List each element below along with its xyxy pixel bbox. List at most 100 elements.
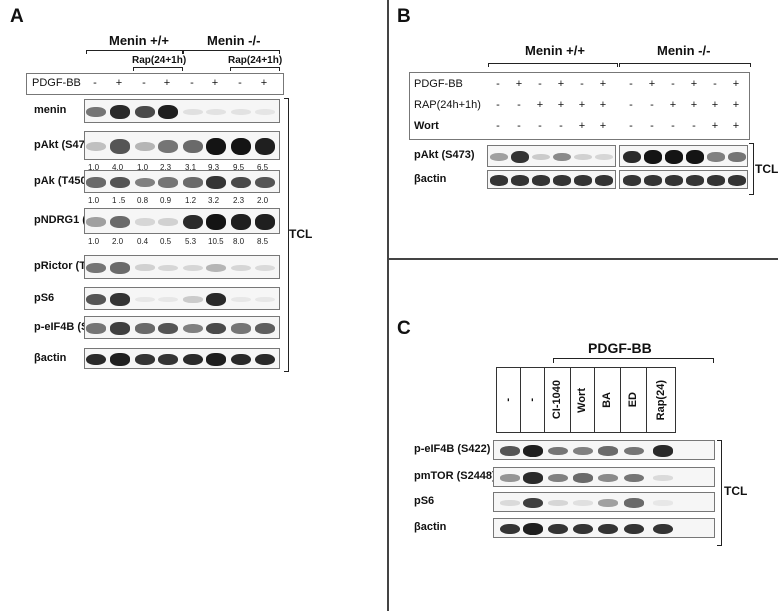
panel-a-ratio: 10.5 [208, 237, 224, 246]
panel-a-band [183, 214, 203, 230]
panel-a-ratio: 1.0 [88, 237, 100, 246]
panel-a-pdgf-box [26, 73, 284, 95]
panel-c-band [598, 499, 618, 507]
panel-b-band [595, 175, 613, 186]
panel-a-band [110, 353, 130, 366]
panel-b-condition-sign: + [557, 99, 565, 111]
panel-b-condition-sign: - [496, 78, 500, 90]
panel-c-lane-separator [646, 367, 647, 433]
panel-a-band [86, 177, 106, 188]
panel-a-ratio: 2.0 [112, 237, 124, 246]
panel-b-condition-label: Wort [414, 120, 439, 132]
panel-b-condition-sign: - [496, 120, 500, 132]
panel-a-tcl-label: TCL [289, 227, 313, 241]
panel-b-letter: B [397, 6, 411, 27]
panel-c-band [548, 473, 568, 483]
panel-b-blot-strip [487, 145, 616, 167]
panel-a-ratio: 1.2 [185, 196, 197, 205]
panel-a-blot-strip [84, 131, 280, 160]
horizontal-divider [389, 258, 778, 260]
panel-a-ratio: 8.5 [257, 237, 269, 246]
panel-c-pdgf-bracket [553, 358, 714, 363]
panel-a-row-label: pAkt (S473) [34, 138, 95, 151]
panel-b-condition-sign: - [559, 120, 563, 132]
panel-b-band [490, 152, 508, 162]
panel-b-band [728, 175, 746, 186]
panel-b-blot-strip [619, 145, 748, 167]
panel-b-condition-sign: - [538, 120, 542, 132]
panel-c-lane-separator [544, 367, 545, 433]
panel-b-group1-bracket [488, 63, 618, 67]
panel-c-band [548, 500, 568, 506]
panel-c-band [598, 446, 618, 456]
panel-b-condition-sign: - [650, 99, 654, 111]
panel-b-condition-sign: + [732, 120, 740, 132]
panel-b-condition-sign: + [669, 99, 677, 111]
panel-b-band [644, 150, 662, 164]
panel-c-band [523, 472, 543, 484]
panel-a-band [110, 139, 130, 154]
panel-a-band [255, 108, 275, 116]
panel-c-band [653, 500, 673, 506]
panel-a-ratio: 0.4 [137, 237, 149, 246]
panel-a-band [183, 108, 203, 116]
panel-c-band [500, 500, 520, 506]
panel-b-band [511, 150, 529, 163]
panel-a-ratio: 0.5 [160, 237, 172, 246]
panel-a-tcl-bracket [284, 98, 289, 372]
panel-c-band [548, 446, 568, 456]
panel-a-ratio: 2.0 [257, 196, 269, 205]
panel-b-condition-sign: + [648, 78, 656, 90]
panel-a-band [206, 322, 226, 335]
panel-b-condition-sign: - [671, 120, 675, 132]
panel-a-band [86, 293, 106, 306]
panel-b-conditions-box [409, 72, 750, 140]
panel-a-band [110, 322, 130, 335]
panel-a-band [231, 264, 251, 272]
panel-a-pdgf-label: PDGF-BB [32, 77, 81, 89]
panel-c-tcl-bracket [717, 440, 722, 546]
panel-c-band [523, 523, 543, 535]
panel-c-lanes-box [496, 367, 676, 433]
panel-a-group1-bracket [86, 50, 183, 54]
panel-b-group1-label: Menin +/+ [525, 43, 585, 58]
panel-a-pdgf-sign: - [238, 77, 242, 89]
panel-a-ratio: 6.5 [257, 163, 269, 172]
panel-b-condition-sign: + [578, 99, 586, 111]
panel-a-band [255, 264, 275, 272]
panel-a-row-label: βactin [34, 351, 67, 364]
panel-a-band [206, 263, 226, 273]
panel-b-condition-sign: - [650, 120, 654, 132]
panel-b-condition-sign: + [711, 99, 719, 111]
panel-b-condition-sign: + [536, 99, 544, 111]
panel-c-band [624, 473, 644, 483]
panel-c-lane-separator [620, 367, 621, 433]
panel-c-pdgf-label: PDGF-BB [588, 340, 652, 356]
panel-c-lane-label: - [526, 398, 538, 402]
panel-a-band [158, 177, 178, 188]
panel-b-condition-sign: - [629, 120, 633, 132]
panel-a-band [231, 137, 251, 156]
panel-a-band [110, 262, 130, 274]
panel-b-condition-label: PDGF-BB [414, 78, 463, 90]
panel-b-condition-sign: - [713, 78, 717, 90]
panel-c-band [548, 523, 568, 535]
panel-a-band [158, 140, 178, 153]
panel-a-group2-bracket [183, 50, 280, 54]
panel-a-band [231, 176, 251, 189]
panel-c-blot-strip [493, 440, 715, 460]
panel-a-band [206, 214, 226, 230]
panel-a-letter: A [10, 6, 24, 27]
panel-b-band [553, 152, 571, 162]
panel-a-row-label: pAk (T450) [34, 174, 91, 187]
panel-a-band [135, 105, 155, 119]
panel-a-pdgf-sign: + [163, 77, 171, 89]
panel-c-band [598, 523, 618, 535]
panel-a-pdgf-sign: - [190, 77, 194, 89]
panel-b-condition-sign: + [599, 99, 607, 111]
panel-a-band [158, 264, 178, 272]
panel-c-row-label: βactin [414, 521, 447, 533]
panel-a-blot-strip [84, 255, 280, 279]
panel-c-lane-separator [594, 367, 595, 433]
panel-a-band [255, 323, 275, 334]
